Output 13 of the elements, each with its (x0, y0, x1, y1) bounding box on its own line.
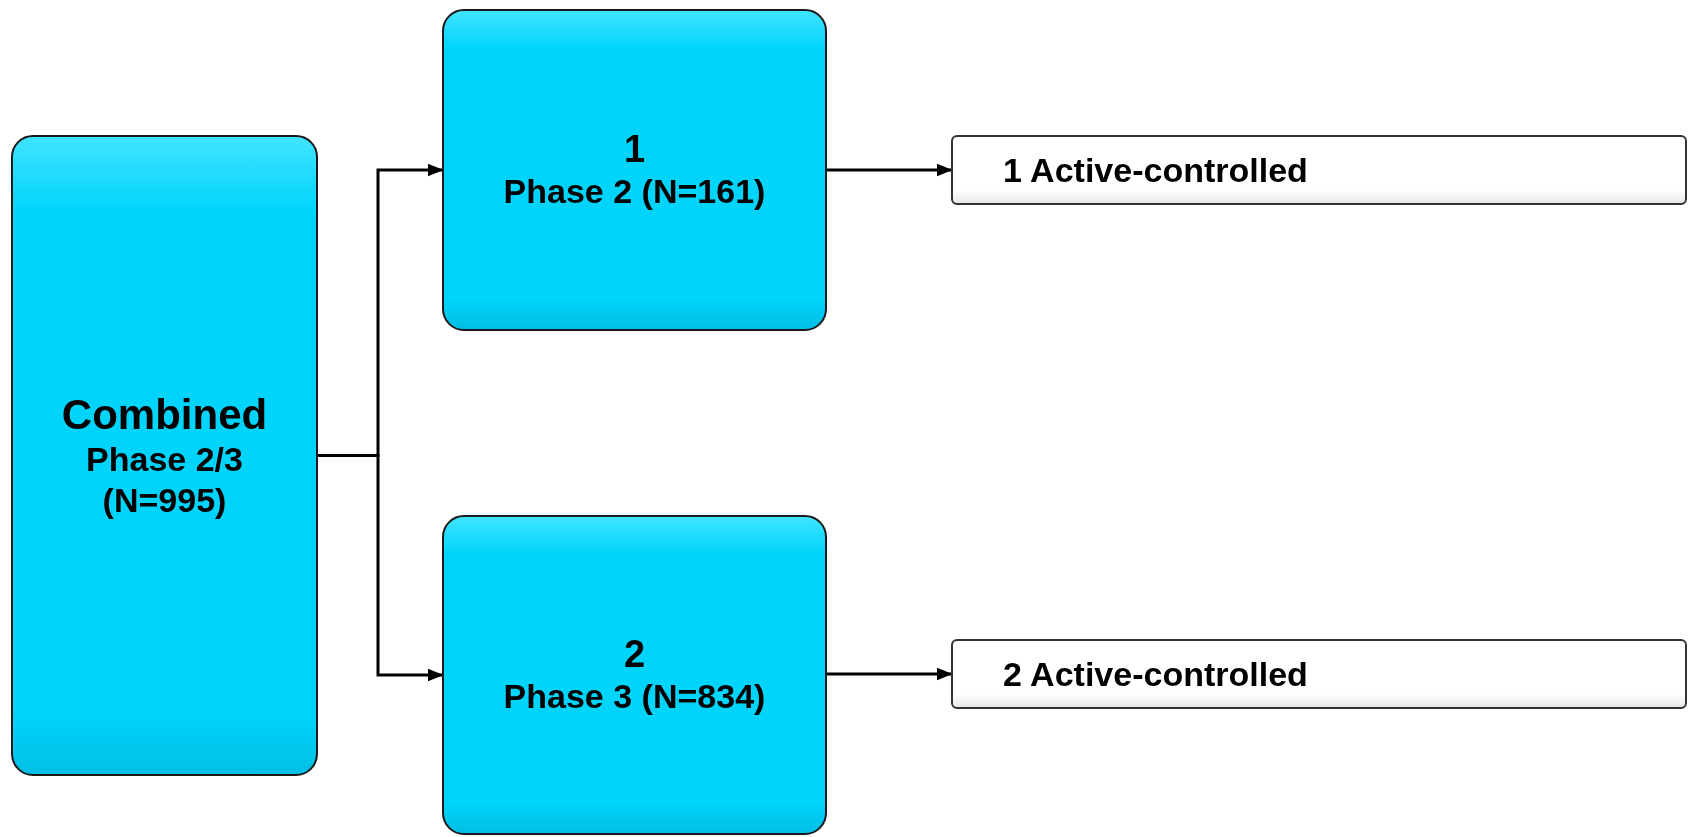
process-box (442, 515, 827, 835)
box-heading: Combined (61, 390, 268, 439)
arrow (827, 163, 953, 177)
box-text: Phase 3 (N=834) (503, 676, 766, 718)
box-text: Phase 2/3 (N=995) (85, 438, 244, 521)
result-box: 1 Active-controlled (951, 135, 1687, 205)
result-box: 2 Active-controlled (951, 639, 1687, 709)
process-box (11, 135, 318, 776)
process-box (442, 9, 827, 331)
arrow (827, 667, 953, 681)
box-text: Phase 2 (N=161) (503, 171, 766, 213)
box-heading: 1 (623, 127, 646, 172)
box-heading: 2 (623, 632, 646, 677)
